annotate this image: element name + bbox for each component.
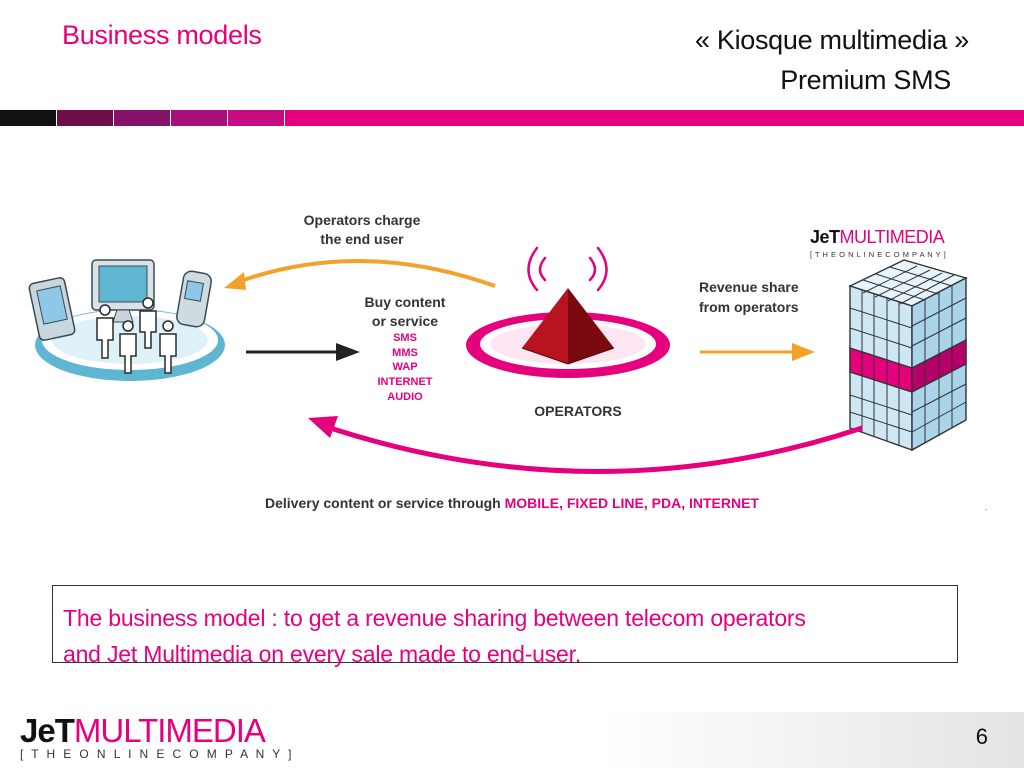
footer-gradient xyxy=(600,712,1024,768)
page-number: 6 xyxy=(975,724,988,749)
delivery-arrow-head xyxy=(308,416,338,438)
business-model-diagram: Operators charge the end user Buy conten… xyxy=(28,212,988,512)
signal-waves-icon xyxy=(527,246,608,292)
end-users-group xyxy=(28,259,225,381)
delivery-arrow xyxy=(329,425,863,474)
business-model-callout: The business model : to get a revenue sh… xyxy=(52,585,958,667)
channel-item: WAP xyxy=(392,361,417,373)
jet-multimedia-logo-diagram: JeTMULTIMEDIA [ T H E O N L I N E C O M … xyxy=(810,227,946,259)
svg-text:JeTMULTIMEDIA: JeTMULTIMEDIA xyxy=(810,227,945,247)
buy-content-label: Buy content xyxy=(365,294,446,310)
pda-icon xyxy=(28,277,76,341)
svg-text:JeTMULTIMEDIA: JeTMULTIMEDIA xyxy=(20,712,266,749)
revenue-share-label-2: from operators xyxy=(699,299,799,315)
channel-item: SMS xyxy=(393,332,417,344)
jet-multimedia-building-icon xyxy=(848,259,968,452)
subtitle-line-1: « Kiosque multimedia » xyxy=(694,25,969,55)
revenue-arrow-head xyxy=(792,343,815,361)
mobile-phone-icon xyxy=(176,270,212,328)
charge-arrow-head xyxy=(224,272,246,290)
computer-icon xyxy=(91,259,155,323)
operators-charge-label-2: the end user xyxy=(320,231,404,247)
svg-text:[ T H E O N L I N E C O M: [ T H E O N L I N E C O M P A N Y ] xyxy=(20,747,294,761)
header-color-band xyxy=(0,110,1024,126)
buy-arrow-head xyxy=(336,343,360,361)
operators-label: OPERATORS xyxy=(534,403,621,419)
callout-line-1: The business model : to get a revenue sh… xyxy=(63,605,806,631)
jet-multimedia-logo-footer: JeTMULTIMEDIA [ T H E O N L I N E C O M … xyxy=(20,712,294,761)
delivery-label: Delivery content or service through MOBI… xyxy=(265,495,759,511)
operators-group: OPERATORS xyxy=(466,246,670,419)
stray-dot: . xyxy=(985,502,988,512)
callout-line-2: and Jet Multimedia on every sale made to… xyxy=(63,641,582,667)
channel-list: SMS MMS WAP INTERNET AUDIO xyxy=(378,332,433,403)
channel-item: AUDIO xyxy=(387,391,423,403)
slide-title: Business models xyxy=(62,20,262,50)
operators-pyramid-icon xyxy=(521,288,615,365)
buy-content-label-2: or service xyxy=(372,313,438,329)
operators-charge-label: Operators charge xyxy=(304,212,421,228)
charge-arrow xyxy=(237,258,496,288)
channel-item: INTERNET xyxy=(378,376,433,388)
channel-item: MMS xyxy=(392,347,418,359)
subtitle-line-2: Premium SMS xyxy=(780,65,951,95)
svg-text:[ T H E O N L I N E C O M: [ T H E O N L I N E C O M P A N Y ] xyxy=(810,250,946,259)
people-icons xyxy=(96,297,177,374)
revenue-share-label: Revenue share xyxy=(699,279,799,295)
slide-subtitle: « Kiosque multimedia » Premium SMS xyxy=(695,20,969,100)
